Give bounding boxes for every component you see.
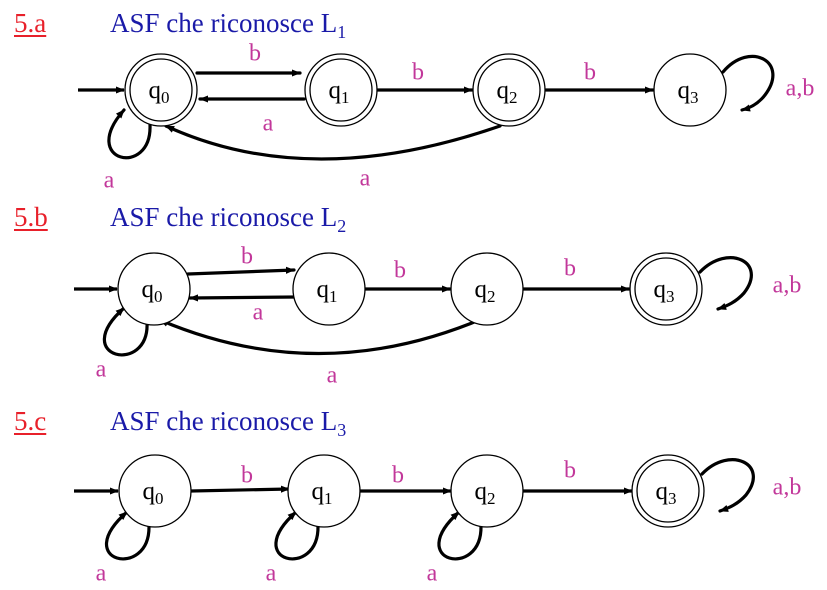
- transition-label-5b-q1-q2: b: [394, 258, 406, 284]
- transition-label-5c-q1-q1: a: [266, 561, 277, 587]
- state-5a-q0: q0: [124, 53, 198, 127]
- section-label-5c: 5.c: [14, 406, 47, 436]
- transition-label-5b-q0-q0: a: [96, 357, 107, 383]
- section-label-5a: 5.a: [14, 8, 47, 38]
- state-5a-q1: q1: [304, 53, 378, 127]
- transition-label-5a-q1-q2: b: [412, 60, 424, 86]
- state-5c-q0: q0: [118, 454, 192, 528]
- state-label: q3: [678, 77, 699, 107]
- transition-label-5b-q1-q0: a: [253, 300, 264, 326]
- transition-arrow-5b-q2-q0: [158, 316, 486, 356]
- transition-label-5c-q0-q1: b: [241, 463, 253, 489]
- transition-label-5a-q0-q0: a: [104, 168, 115, 194]
- transition-label-5c-q1-q2: b: [392, 463, 404, 489]
- state-5a-q2: q2: [472, 53, 546, 127]
- state-label: q0: [149, 77, 170, 107]
- state-circle: [450, 252, 524, 326]
- transition-label-5c-q2-q2: a: [427, 561, 438, 587]
- transition-arrow-5c-q1-q1: [274, 510, 320, 561]
- state-5b-q3: q3: [629, 252, 703, 326]
- section-title-subscript: 1: [337, 22, 347, 42]
- state-label: q3: [654, 276, 675, 306]
- state-circle: [629, 252, 703, 326]
- transition-label-5a-q3-q3: a,b: [786, 76, 815, 102]
- accepting-ring: [129, 58, 193, 122]
- accepting-ring: [634, 257, 698, 321]
- section-title-5b: ASF che riconosce L2: [110, 202, 346, 237]
- state-circle: [124, 53, 198, 127]
- state-circle: [450, 454, 524, 528]
- transition-label-5b-q2-q3: b: [564, 256, 576, 282]
- state-5c-q1: q1: [287, 454, 361, 528]
- state-circle: [653, 53, 727, 127]
- transition-label-5b-q0-q1: b: [241, 244, 253, 270]
- accepting-ring: [309, 58, 373, 122]
- section-label-5b: 5.b: [14, 202, 48, 232]
- transition-arrow-5c-q0-q1: [189, 485, 291, 493]
- transition-arrow-5b-q0-q0: [102, 306, 149, 357]
- transition-arrow-5b-q1-q0: [188, 294, 298, 302]
- states-layer: q0 q1 q2 q3 q0 q1 q2 q3 q0 q1 q2 q3: [117, 53, 727, 528]
- transitions-layer: [74, 54, 775, 561]
- state-label: q0: [142, 276, 163, 306]
- state-5a-q3: q3: [653, 53, 727, 127]
- state-5c-q3: q3: [631, 454, 705, 528]
- transition-label-5c-q2-q3: b: [564, 458, 576, 484]
- transition-label-5a-q2-q0: a: [360, 166, 371, 192]
- transition-label-5b-q2-q0: a: [327, 363, 338, 389]
- state-circle: [117, 252, 191, 326]
- transition-arrow-5c-q0-q0: [104, 510, 151, 561]
- state-circle: [118, 454, 192, 528]
- state-circle: [287, 454, 361, 528]
- accepting-ring: [636, 459, 700, 523]
- transition-label-5c-q0-q0: a: [96, 561, 107, 587]
- transition-arrow-5b-q3-q3: [698, 256, 753, 311]
- state-circle: [472, 53, 546, 127]
- section-title-subscript: 2: [337, 216, 347, 236]
- section-title-text: ASF che riconosce L: [110, 406, 338, 436]
- transition-arrow-5b-q0-q1: [186, 266, 296, 276]
- state-circle: [304, 53, 378, 127]
- state-label: q1: [317, 276, 338, 306]
- transition-label-5a-q1-q0: a: [263, 111, 274, 137]
- transition-label-5a-q0-q1: b: [249, 41, 261, 67]
- section-title-text: ASF che riconosce L: [110, 202, 338, 232]
- state-5b-q2: q2: [450, 252, 524, 326]
- state-label: q1: [312, 478, 333, 508]
- transition-labels-layer: b a b b a a a,b b a b b a a a,b b b b a a a a,b: [96, 41, 815, 587]
- state-5b-q1: q1: [292, 252, 366, 326]
- transition-arrow-5c-q2-q2: [437, 510, 483, 561]
- state-label: q1: [329, 77, 350, 107]
- state-label: q2: [475, 478, 496, 508]
- section-title-subscript: 3: [337, 420, 347, 440]
- transition-label-5b-q3-q3: a,b: [773, 273, 802, 299]
- section-title-5a: ASF che riconosce L1: [110, 8, 346, 43]
- transition-arrow-5a-q0-q0: [107, 108, 152, 160]
- section-title-5c: ASF che riconosce L3: [110, 406, 346, 441]
- transition-arrow-5c-q3-q3: [700, 458, 755, 513]
- state-5b-q0: q0: [117, 252, 191, 326]
- state-circle: [292, 252, 366, 326]
- state-5c-q2: q2: [450, 454, 524, 528]
- state-label: q0: [143, 478, 164, 508]
- state-circle: [631, 454, 705, 528]
- accepting-ring: [477, 58, 541, 122]
- transition-arrow-5a-q3-q3: [721, 54, 775, 112]
- section-title-text: ASF che riconosce L: [110, 8, 338, 38]
- state-label: q2: [475, 276, 496, 306]
- transition-arrow-5a-q2-q0: [164, 124, 502, 161]
- transition-label-5c-q3-q3: a,b: [773, 475, 802, 501]
- state-label: q3: [656, 478, 677, 508]
- transition-label-5a-q2-q3: b: [584, 60, 596, 86]
- state-label: q2: [497, 77, 518, 107]
